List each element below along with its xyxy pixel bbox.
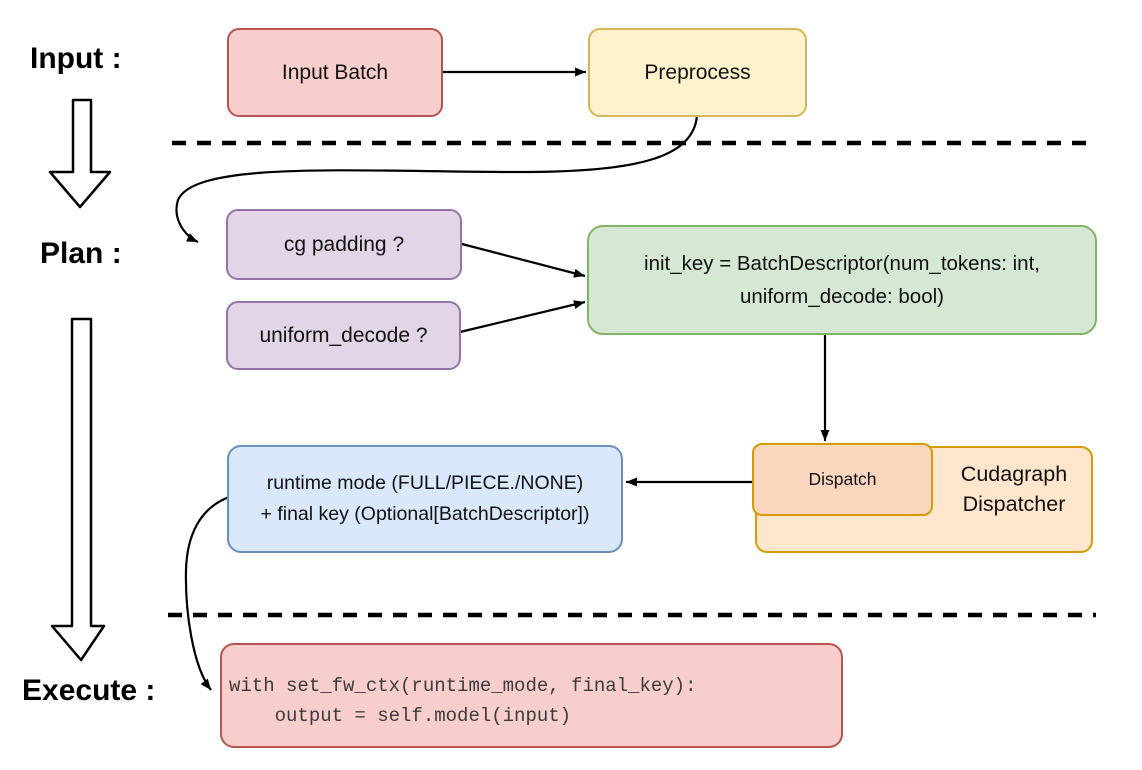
node-execute-code-line2: output = self.model(input) xyxy=(229,704,572,727)
node-cg-padding-label: cg padding ? xyxy=(283,232,405,256)
arrow-runtime-to-executecode xyxy=(184,495,230,691)
node-uniform-decode-label: uniform_decode ? xyxy=(259,323,428,347)
node-preprocess: Preprocess xyxy=(588,28,807,117)
node-cg-padding: cg padding ? xyxy=(226,209,462,280)
node-init-key-line2: uniform_decode: bool) xyxy=(740,285,944,308)
arrow-preprocess-to-cgpadding xyxy=(175,114,699,243)
stage-label-plan: Plan : xyxy=(40,237,122,270)
stage-arrow-plan-to-execute xyxy=(50,317,106,662)
node-runtime-mode-line2: + final key (Optional[BatchDescriptor]) xyxy=(260,503,590,525)
node-cudagraph-dispatcher-label: Cudagraph Dispatcher xyxy=(960,462,1068,516)
node-dispatch-label: Dispatch xyxy=(808,469,877,489)
stage-label-input: Input : xyxy=(30,42,122,75)
node-dispatch: Dispatch xyxy=(752,443,933,516)
node-runtime-mode: runtime mode (FULL/PIECE./NONE) + final … xyxy=(227,445,623,553)
arrow-uniformdecode-to-initkey xyxy=(459,300,586,334)
node-init-key-line1: init_key = BatchDescriptor(num_tokens: i… xyxy=(644,252,1040,275)
node-execute-code-line1: with set_fw_ctx(runtime_mode, final_key)… xyxy=(229,674,697,697)
node-uniform-decode: uniform_decode ? xyxy=(226,301,461,370)
node-input-batch: Input Batch xyxy=(227,28,443,117)
node-runtime-mode-line1: runtime mode (FULL/PIECE./NONE) xyxy=(266,472,584,494)
node-preprocess-label: Preprocess xyxy=(644,60,751,84)
arrow-cgpadding-to-initkey xyxy=(461,242,586,278)
stage-label-execute: Execute : xyxy=(22,674,156,707)
stage-arrow-input-to-plan xyxy=(48,98,112,209)
node-input-batch-label: Input Batch xyxy=(281,60,389,84)
node-execute-code: with set_fw_ctx(runtime_mode, final_key)… xyxy=(220,643,843,748)
node-init-key: init_key = BatchDescriptor(num_tokens: i… xyxy=(587,225,1097,335)
